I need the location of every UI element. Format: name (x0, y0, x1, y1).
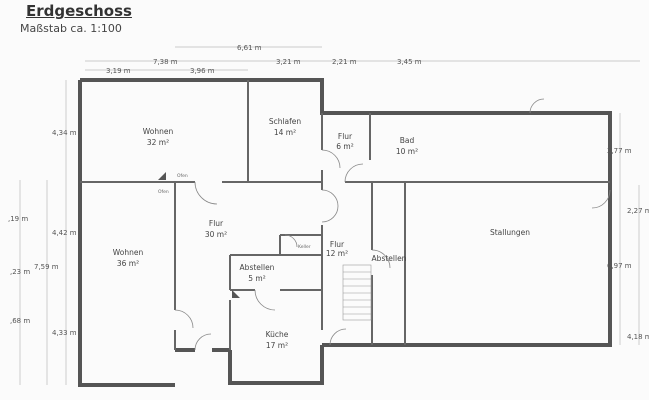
room-area: 5 m² (248, 274, 265, 283)
interior-walls (80, 80, 610, 350)
dim-top: 3,19 m (106, 67, 131, 75)
room-name: Flur (209, 219, 224, 228)
ofen-label: Ofen (158, 189, 169, 195)
doors (174, 98, 611, 351)
dim-left: 7,59 m (34, 263, 59, 271)
room-name: Abstellen (372, 254, 407, 263)
dim-right: 2,27 m (627, 207, 649, 215)
room-name: Bad (400, 136, 415, 145)
room-name: Stallungen (490, 228, 530, 237)
room-area: 36 m² (117, 259, 139, 268)
dim-top: 2,21 m (332, 58, 357, 66)
dim-top: 6,61 m (237, 44, 262, 52)
room-area: 14 m² (274, 128, 296, 137)
room-area: 32 m² (147, 138, 169, 147)
dim-top: 3,21 m (276, 58, 301, 66)
room-name: Wohnen (143, 127, 174, 136)
room-area: 30 m² (205, 230, 227, 239)
dim-left: 4,33 m (52, 329, 77, 337)
dim-left: 4,42 m (52, 229, 77, 237)
plan-scale: Maßstab ca. 1:100 (20, 22, 122, 35)
dim-top: 7,38 m (153, 58, 178, 66)
dim-left: ,23 m (10, 268, 30, 276)
dim-right: 4,18 m (627, 333, 649, 341)
dim-left: 4,34 m (52, 129, 77, 137)
room-area: 10 m² (396, 147, 418, 156)
dim-right: 2,77 m (607, 147, 632, 155)
room-name: Schlafen (269, 117, 302, 126)
outer-walls (78, 78, 612, 387)
keller-label: Keller (298, 244, 311, 250)
dim-top: 3,45 m (397, 58, 422, 66)
room-name: Flur (338, 132, 353, 141)
room-name: Abstellen (240, 263, 275, 272)
dim-left: ,19 m (8, 215, 28, 223)
ofen-label: Ofen (177, 173, 188, 179)
dimension-lines (19, 46, 640, 385)
stove-icon (158, 172, 166, 180)
room-name: Küche (266, 330, 289, 339)
room-area: 12 m² (326, 249, 348, 258)
stove-icon (232, 290, 240, 298)
room-area: 6 m² (336, 142, 353, 151)
room-name: Wohnen (113, 248, 144, 257)
room-area: 17 m² (266, 341, 288, 350)
plan-title: Erdgeschoss (26, 2, 132, 20)
stairs (342, 264, 372, 321)
dim-left: ,68 m (10, 317, 30, 325)
dim-top: 3,96 m (190, 67, 215, 75)
room-name: Flur (330, 240, 345, 249)
dim-right: 6,97 m (607, 262, 632, 270)
